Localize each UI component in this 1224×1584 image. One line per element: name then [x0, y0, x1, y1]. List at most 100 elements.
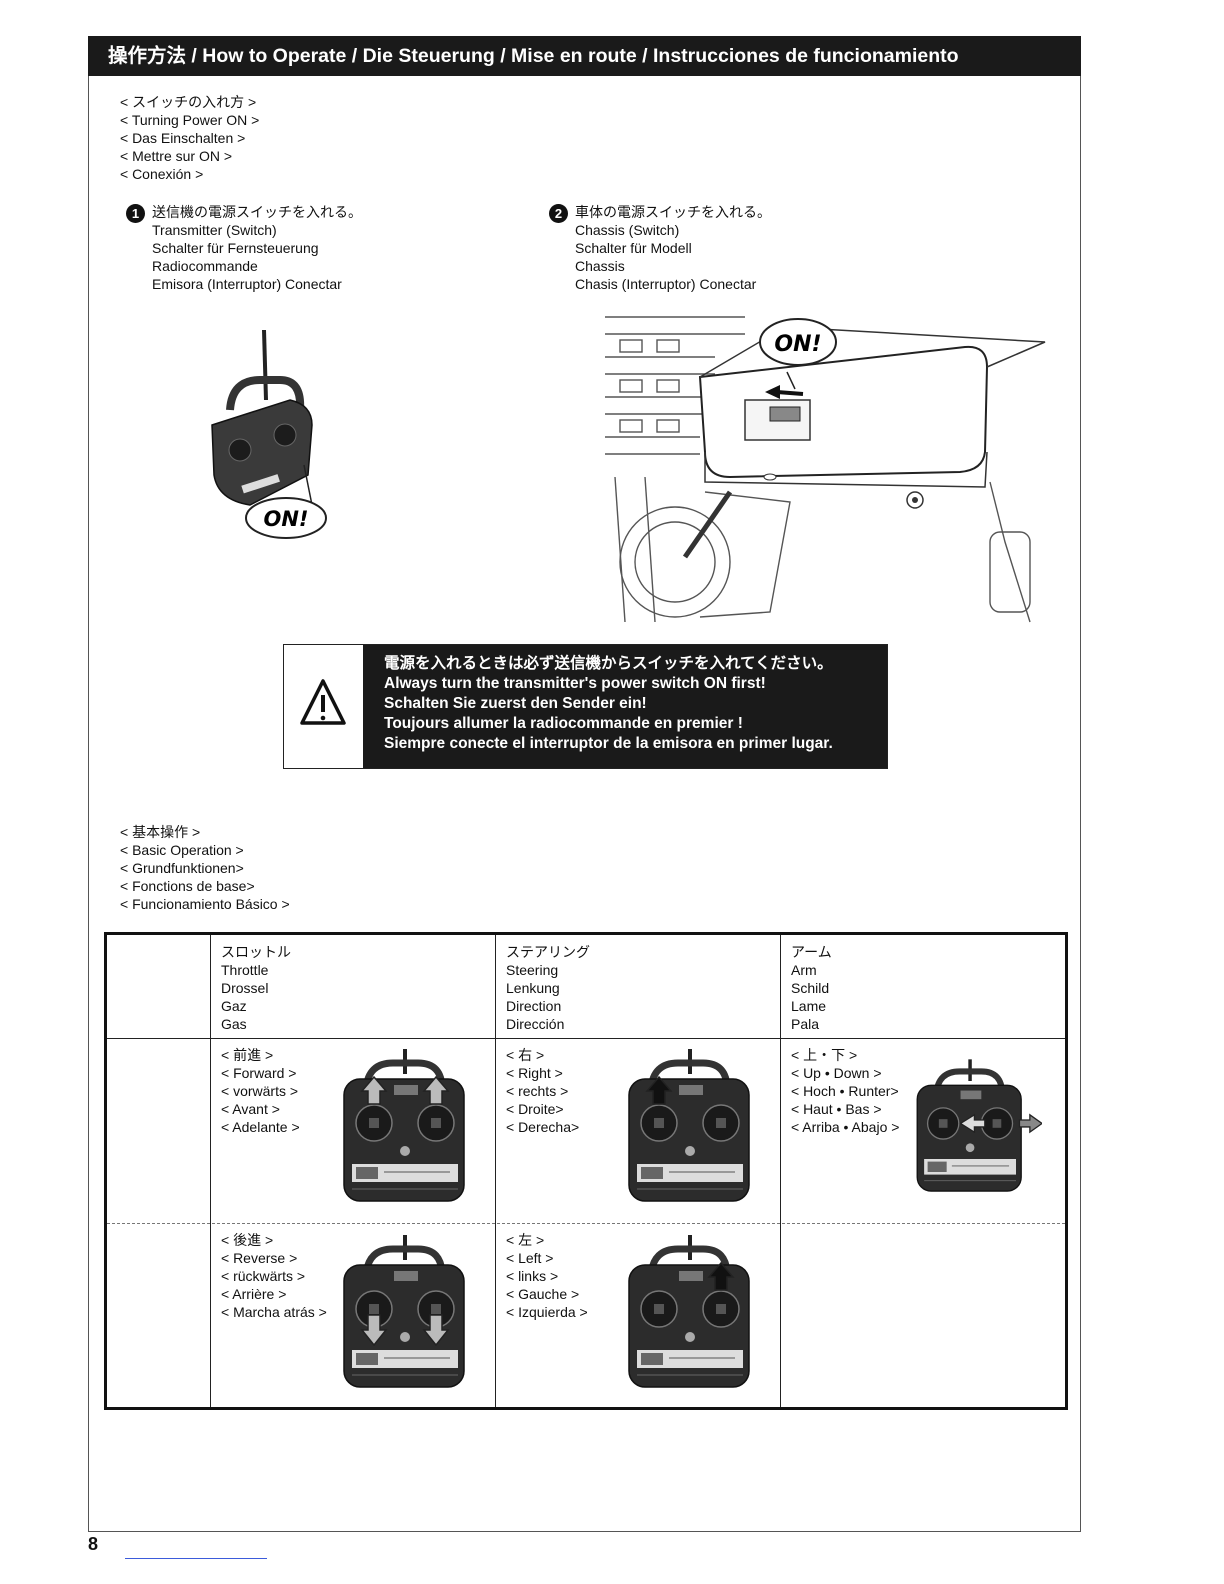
page-number: 8	[88, 1534, 98, 1555]
heading-line: < Mettre sur ON >	[120, 147, 259, 165]
heading-line: < 基本操作 >	[120, 823, 290, 841]
warning-triangle-icon	[284, 645, 363, 767]
heading-line: < スイッチの入れ方 >	[120, 93, 259, 111]
header-line: Steering	[506, 961, 590, 979]
column-header-arm: アーム Arm Schild Lame Pala	[791, 943, 832, 1033]
header-line: Throttle	[221, 961, 291, 979]
op-line: < Hoch • Runter>	[791, 1082, 899, 1100]
header-line: Lenkung	[506, 979, 590, 997]
basic-operation-headings: < 基本操作 > < Basic Operation > < Grundfunk…	[120, 823, 290, 913]
step-line: Schalter für Modell	[575, 239, 771, 257]
op-forward: < 前進 > < Forward > < vorwärts > < Avant …	[221, 1046, 300, 1136]
op-line: < Up • Down >	[791, 1064, 899, 1082]
column-header-steering: ステアリング Steering Lenkung Direction Direcc…	[506, 943, 590, 1033]
step-line: Chasis (Interruptor) Conectar	[575, 275, 771, 293]
op-line: < Reverse >	[221, 1249, 327, 1267]
op-line: < 前進 >	[221, 1046, 300, 1064]
on-label: ON!	[774, 332, 821, 357]
op-line: < Arrière >	[221, 1285, 327, 1303]
op-line: < rückwärts >	[221, 1267, 327, 1285]
column-divider	[780, 935, 781, 1407]
transmitter-illustration: ON!	[200, 325, 350, 550]
step-line: Radiocommande	[152, 257, 362, 275]
heading-line: < Das Einschalten >	[120, 129, 259, 147]
op-line: < 上・下 >	[791, 1046, 899, 1064]
warning-box: 電源を入れるときは必ず送信機からスイッチを入れてください。 Always tur…	[283, 644, 888, 769]
op-line: < 後進 >	[221, 1231, 327, 1249]
op-line: < Izquierda >	[506, 1303, 588, 1321]
heading-line: < Funcionamiento Básico >	[120, 895, 290, 913]
warning-line: Schalten Sie zuerst den Sender ein!	[384, 694, 887, 714]
warning-icon-box	[284, 645, 363, 767]
op-line: < Left >	[506, 1249, 588, 1267]
op-line: < links >	[506, 1267, 588, 1285]
column-header-throttle: スロットル Throttle Drossel Gaz Gas	[221, 943, 291, 1033]
warning-line: Siempre conecte el interruptor de la emi…	[384, 734, 887, 754]
heading-line: < Fonctions de base>	[120, 877, 290, 895]
op-line: < vorwärts >	[221, 1082, 300, 1100]
op-line: < 右 >	[506, 1046, 579, 1064]
footer-link-underline[interactable]	[125, 1558, 267, 1559]
heading-line: < Conexión >	[120, 165, 259, 183]
row-divider	[107, 1038, 1065, 1039]
op-line: < Marcha atrás >	[221, 1303, 327, 1321]
header-line: スロットル	[221, 943, 291, 961]
step-line: 送信機の電源スイッチを入れる。	[152, 203, 362, 221]
header-line: Direction	[506, 997, 590, 1015]
step-transmitter: 1 送信機の電源スイッチを入れる。 Transmitter (Switch) S…	[126, 203, 486, 298]
warning-line: Toujours allumer la radiocommande en pre…	[384, 714, 887, 734]
column-divider	[495, 935, 496, 1407]
page-header: 操作方法 / How to Operate / Die Steuerung / …	[88, 36, 1081, 76]
transmitter-right-image	[623, 1049, 753, 1204]
row-divider-dashed	[107, 1223, 1065, 1224]
warning-line: Always turn the transmitter's power swit…	[384, 674, 887, 694]
op-line: < Arriba • Abajo >	[791, 1118, 899, 1136]
column-divider	[210, 935, 211, 1407]
header-line: アーム	[791, 943, 832, 961]
step-line: 車体の電源スイッチを入れる。	[575, 203, 771, 221]
step-chassis: 2 車体の電源スイッチを入れる。 Chassis (Switch) Schalt…	[549, 203, 909, 298]
heading-line: < Basic Operation >	[120, 841, 290, 859]
power-on-headings: < スイッチの入れ方 > < Turning Power ON > < Das …	[120, 93, 259, 183]
header-line: Dirección	[506, 1015, 590, 1033]
op-right: < 右 > < Right > < rechts > < Droite> < D…	[506, 1046, 579, 1136]
warning-text: 電源を入れるときは必ず送信機からスイッチを入れてください。 Always tur…	[363, 645, 887, 768]
op-reverse: < 後進 > < Reverse > < rückwärts > < Arriè…	[221, 1231, 327, 1321]
step-line: Emisora (Interruptor) Conectar	[152, 275, 362, 293]
op-line: < Right >	[506, 1064, 579, 1082]
header-line: Gaz	[221, 997, 291, 1015]
step-line: Transmitter (Switch)	[152, 221, 362, 239]
op-up-down: < 上・下 > < Up • Down > < Hoch • Runter> <…	[791, 1046, 899, 1136]
chassis-illustration: ON!	[605, 312, 1050, 627]
op-line: < rechts >	[506, 1082, 579, 1100]
transmitter-up-down-image	[912, 1049, 1042, 1204]
op-line: < Haut • Bas >	[791, 1100, 899, 1118]
transmitter-forward-image	[338, 1049, 468, 1204]
step-number: 2	[549, 204, 568, 223]
on-label: ON!	[263, 507, 308, 531]
op-line: < Adelante >	[221, 1118, 300, 1136]
op-left: < 左 > < Left > < links > < Gauche > < Iz…	[506, 1231, 588, 1321]
header-line: Drossel	[221, 979, 291, 997]
header-line: Schild	[791, 979, 832, 997]
step-line: Chassis (Switch)	[575, 221, 771, 239]
header-line: Lame	[791, 997, 832, 1015]
header-line: Gas	[221, 1015, 291, 1033]
header-line: Arm	[791, 961, 832, 979]
step-line: Chassis	[575, 257, 771, 275]
transmitter-left-image	[623, 1235, 753, 1390]
warning-line: 電源を入れるときは必ず送信機からスイッチを入れてください。	[384, 654, 887, 674]
op-line: < Avant >	[221, 1100, 300, 1118]
op-line: < Gauche >	[506, 1285, 588, 1303]
heading-line: < Turning Power ON >	[120, 111, 259, 129]
operations-table: スロットル Throttle Drossel Gaz Gas ステアリング St…	[104, 932, 1068, 1410]
op-line: < Forward >	[221, 1064, 300, 1082]
transmitter-reverse-image	[338, 1235, 468, 1390]
header-line: ステアリング	[506, 943, 590, 961]
step-line: Schalter für Fernsteuerung	[152, 239, 362, 257]
step-number: 1	[126, 204, 145, 223]
op-line: < Derecha>	[506, 1118, 579, 1136]
header-line: Pala	[791, 1015, 832, 1033]
op-line: < 左 >	[506, 1231, 588, 1249]
op-line: < Droite>	[506, 1100, 579, 1118]
